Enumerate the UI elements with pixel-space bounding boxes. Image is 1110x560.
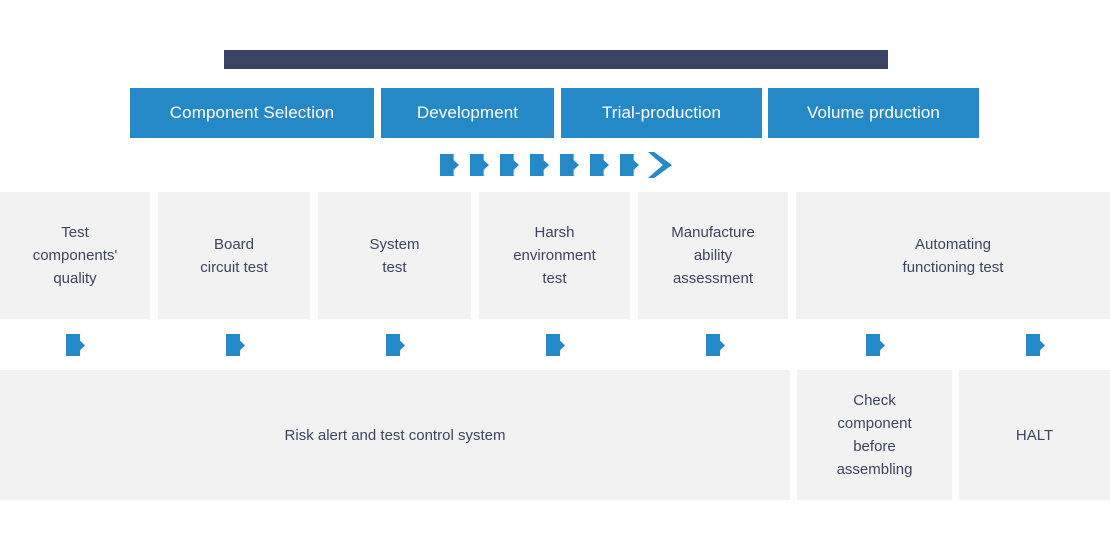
- progress-arrow: [0, 152, 1110, 182]
- arrow-segment-icon: [500, 154, 519, 176]
- phase-button-volume-production[interactable]: Volume prduction: [768, 88, 979, 138]
- phase-button-development[interactable]: Development: [381, 88, 554, 138]
- navy-header-bar: [224, 50, 888, 69]
- connector-icon: [706, 334, 725, 356]
- test-card-label: Harsh environment test: [513, 224, 596, 287]
- test-card-board-circuit[interactable]: Board circuit test: [158, 192, 310, 319]
- test-card-system-test[interactable]: System test: [318, 192, 471, 319]
- test-card-label: Board circuit test: [200, 235, 268, 276]
- bottom-card-label: HALT: [1015, 426, 1054, 444]
- arrow-segment-icon: [620, 154, 639, 176]
- test-card-label: System test: [369, 235, 420, 276]
- connector-icon: [66, 334, 85, 356]
- phase-button-row: Component Selection Development Trial-pr…: [0, 88, 1110, 138]
- test-card-automating-functioning[interactable]: Automating functioning test: [796, 192, 1110, 319]
- connector-icon: [386, 334, 405, 356]
- arrow-segment-icon: [470, 154, 489, 176]
- arrow-segment-icon: [590, 154, 609, 176]
- test-card-label: Manufacture ability assessment: [671, 224, 755, 287]
- phase-button-component-selection[interactable]: Component Selection: [130, 88, 374, 138]
- arrow-segment-icon: [560, 154, 579, 176]
- test-card-row: Test components' quality Board circuit t…: [0, 192, 1110, 319]
- connector-icon: [1026, 334, 1045, 356]
- test-card-harsh-environment[interactable]: Harsh environment test: [479, 192, 630, 319]
- arrow-segment-icon: [530, 154, 549, 176]
- connector-icon: [866, 334, 885, 356]
- bottom-card-row: Risk alert and test control system Check…: [0, 370, 1110, 500]
- connector-icon: [226, 334, 245, 356]
- bottom-card-label: Risk alert and test control system: [284, 426, 506, 444]
- bottom-card-risk-alert[interactable]: Risk alert and test control system: [0, 370, 790, 500]
- test-card-manufacture-ability[interactable]: Manufacture ability assessment: [638, 192, 788, 319]
- connector-icon: [546, 334, 565, 356]
- test-card-label: Test components' quality: [32, 224, 118, 287]
- bottom-card-halt[interactable]: HALT: [959, 370, 1110, 500]
- connector-icon-row: [0, 334, 1110, 358]
- test-card-component-quality[interactable]: Test components' quality: [0, 192, 150, 319]
- bottom-card-check-component[interactable]: Check component before assembling: [797, 370, 952, 500]
- arrow-segment-icon: [440, 154, 459, 176]
- bottom-card-label: Check component before assembling: [836, 392, 913, 478]
- chevron-right-icon: [648, 152, 672, 178]
- test-card-label: Automating functioning test: [902, 235, 1004, 276]
- phase-button-trial-production[interactable]: Trial-production: [561, 88, 762, 138]
